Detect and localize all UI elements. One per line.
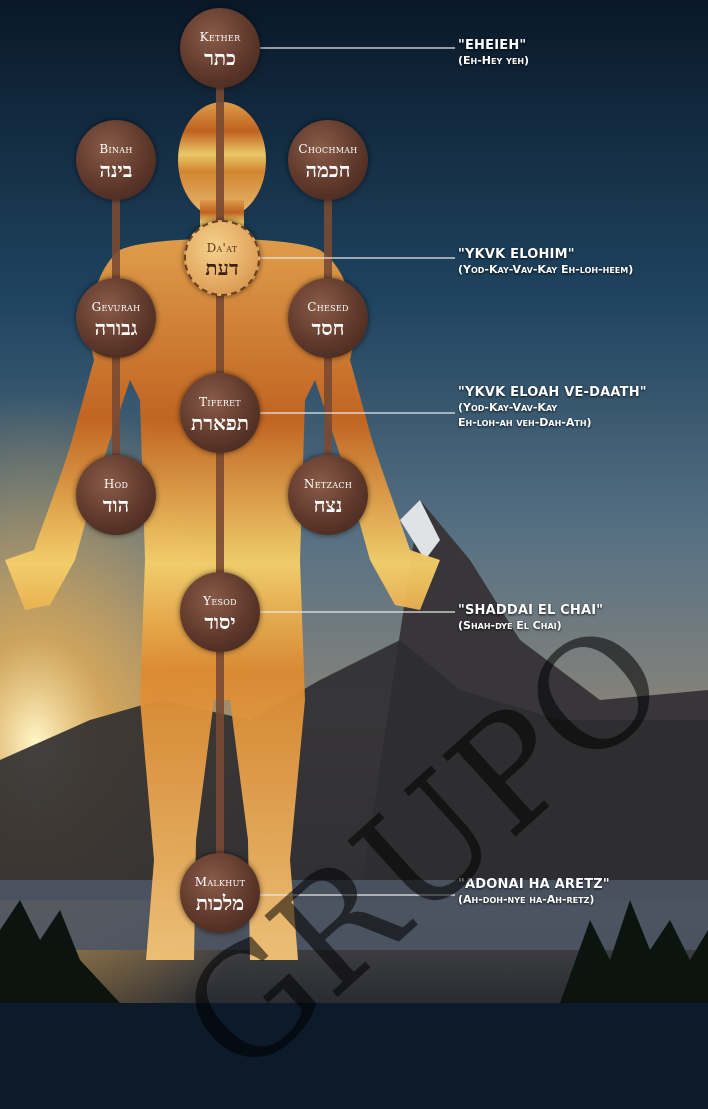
sephira-daat: Da'at דעת: [184, 220, 260, 296]
divine-name-pronunciation: (Yod-Kay-Vav-Kay Eh-loh-heem): [458, 262, 633, 277]
sephira-name: Netzach: [288, 477, 368, 491]
sephira-hebrew: חכמה: [288, 158, 368, 183]
divine-name-title: "YKVK ELOAH VE-DAATH": [458, 385, 647, 400]
sephira-hebrew: כתר: [180, 46, 260, 71]
sephira-hebrew: מלכות: [180, 891, 260, 916]
sephira-name: Gevurah: [76, 300, 156, 314]
divine-name-ykvk-eloah: "YKVK ELOAH VE-DAATH" (Yod-Kay-Vav-Kay E…: [458, 385, 647, 430]
sephira-name: Chesed: [288, 300, 368, 314]
sephira-chesed: Chesed חסד: [288, 278, 368, 358]
sephira-name: Da'at: [186, 241, 258, 255]
sephira-hod: Hod הוד: [76, 455, 156, 535]
sephira-name: Yesod: [180, 594, 260, 608]
sephira-tiferet: Tiferet תפארת: [180, 373, 260, 453]
sephira-malkhut: Malkhut מלכות: [180, 853, 260, 933]
divine-name-eheieh: "EHEIEH" (Eh-Hey yeh): [458, 38, 529, 68]
sephira-kether: Kether כתר: [180, 8, 260, 88]
sephira-yesod: Yesod יסוד: [180, 572, 260, 652]
divine-name-pronunciation: Eh-loh-ah veh-Dah-Ath): [458, 415, 647, 430]
divine-name-pronunciation: (Shah-dye El Chai): [458, 618, 603, 633]
sephira-chochmah: Chochmah חכמה: [288, 120, 368, 200]
sephira-name: Chochmah: [288, 142, 368, 156]
sephira-netzach: Netzach נצח: [288, 455, 368, 535]
divine-name-title: "EHEIEH": [458, 38, 529, 53]
divine-name-pronunciation: (Ah-doh-nye ha-Ah-retz): [458, 892, 610, 907]
sephira-hebrew: גבורה: [76, 316, 156, 341]
sephira-hebrew: נצח: [288, 493, 368, 518]
divine-name-pronunciation: (Yod-Kay-Vav-Kay: [458, 400, 647, 415]
divine-name-adonai: "ADONAI HA ARETZ" (Ah-doh-nye ha-Ah-retz…: [458, 877, 610, 907]
sephira-hebrew: חסד: [288, 316, 368, 341]
divine-name-ykvk-elohim: "YKVK ELOHIM" (Yod-Kay-Vav-Kay Eh-loh-he…: [458, 247, 633, 277]
sephira-name: Malkhut: [180, 875, 260, 889]
divine-name-pronunciation: (Eh-Hey yeh): [458, 53, 529, 68]
sephira-name: Kether: [180, 30, 260, 44]
sephira-name: Tiferet: [180, 395, 260, 409]
sephira-name: Hod: [76, 477, 156, 491]
sephira-hebrew: יסוד: [180, 610, 260, 635]
sephira-name: Binah: [76, 142, 156, 156]
divine-name-title: "SHADDAI EL CHAI": [458, 603, 603, 618]
sephira-gevurah: Gevurah גבורה: [76, 278, 156, 358]
sephira-hebrew: הוד: [76, 493, 156, 518]
sephira-hebrew: תפארת: [180, 411, 260, 436]
sephira-hebrew: בינה: [76, 158, 156, 183]
divine-name-title: "YKVK ELOHIM": [458, 247, 633, 262]
divine-name-title: "ADONAI HA ARETZ": [458, 877, 610, 892]
sephira-hebrew: דעת: [186, 256, 258, 281]
sephira-binah: Binah בינה: [76, 120, 156, 200]
divine-name-shaddai: "SHADDAI EL CHAI" (Shah-dye El Chai): [458, 603, 603, 633]
